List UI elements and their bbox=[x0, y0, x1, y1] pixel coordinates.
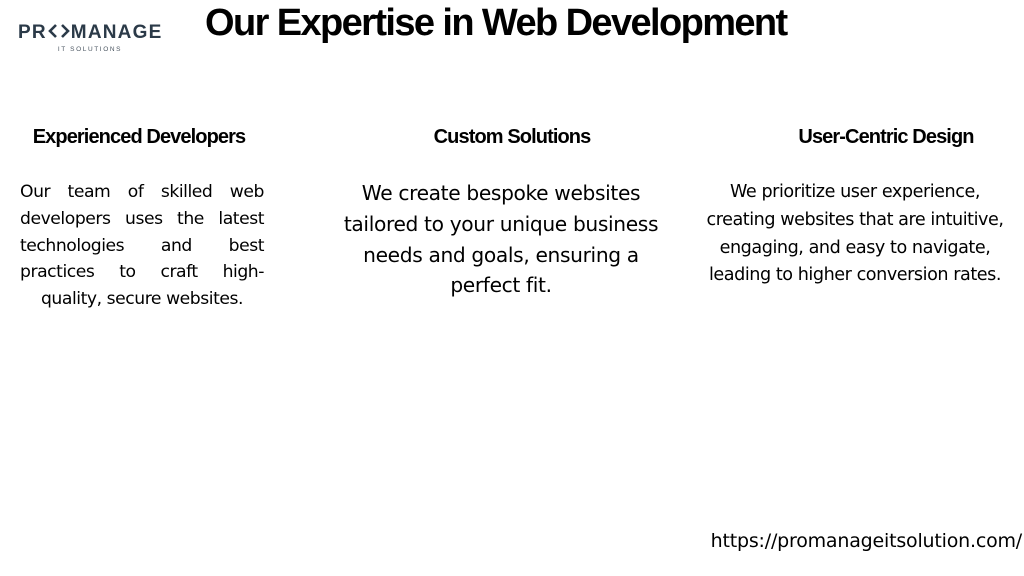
company-logo: PR MANAGE IT SOLUTIONS bbox=[18, 22, 164, 56]
column-text-user-centric-design: We prioritize user experience, creating … bbox=[706, 182, 1004, 286]
column-text-experienced-developers: Our team of skilled web developers uses … bbox=[20, 182, 264, 310]
page-title: Our Expertise in Web Development bbox=[205, 2, 788, 44]
logo-tagline: IT SOLUTIONS bbox=[57, 46, 123, 53]
logo-brand-right: MANAGE bbox=[70, 22, 163, 43]
logo-brand-left: PR bbox=[18, 22, 47, 43]
column-heading-experienced-developers: Experienced Developers bbox=[32, 126, 246, 148]
logo-arrows-icon bbox=[47, 22, 70, 44]
website-link[interactable]: https://promanageitsolution.com/ bbox=[710, 530, 1023, 552]
logo-wordmark: PR MANAGE bbox=[18, 22, 164, 44]
column-heading-custom-solutions: Custom Solutions bbox=[433, 126, 592, 148]
column-heading-user-centric-design: User-Centric Design bbox=[798, 126, 974, 148]
column-text-custom-solutions: We create bespoke websites tailored to y… bbox=[343, 181, 659, 298]
